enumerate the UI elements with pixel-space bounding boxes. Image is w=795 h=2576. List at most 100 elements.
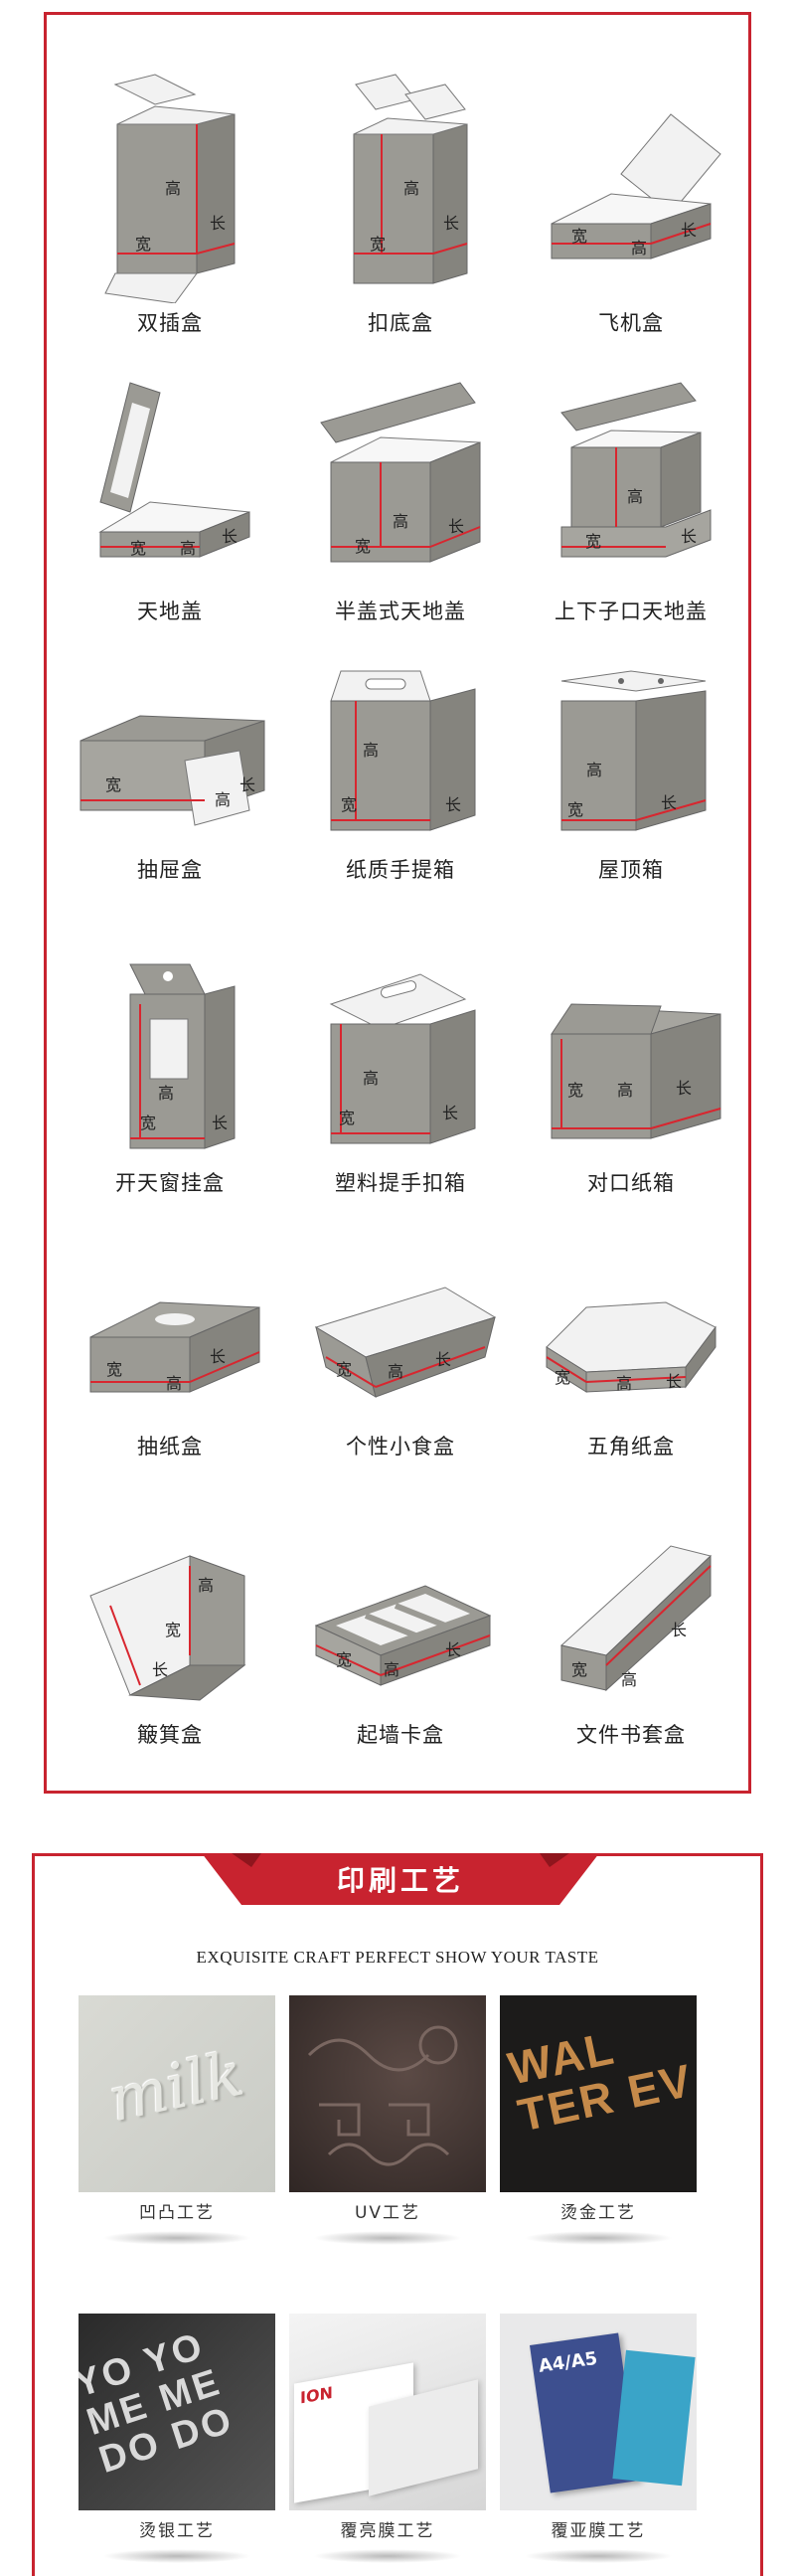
craft-card[interactable]: A4/A5 覆亚膜工艺 [500,2314,697,2563]
width-label: 宽 [355,537,371,556]
lock-bottom-box-icon: 高 宽 长 [353,74,468,284]
gable-box-icon: 高 宽 长 [560,670,707,831]
box-type-card[interactable]: 高 宽 长 簸箕盒 [53,1526,287,1749]
tissue-box-icon: 宽 高 长 [89,1301,260,1393]
box-types-grid: 高 宽 长 双插盒 高 宽 长 扣底盒 [47,15,748,1791]
length-label: 长 [681,221,697,240]
width-label: 宽 [106,1360,122,1379]
box-type-label: 双插盒 [137,311,203,335]
craft-card[interactable]: milk 凹凸工艺 [79,1995,275,2245]
height-label: 高 [617,1081,633,1100]
file-sleeve-box-icon: 宽 高 长 [559,1545,713,1692]
craft-shadow [524,2231,673,2245]
box-type-label: 个性小食盒 [346,1435,455,1459]
emboss-sample-image: milk [79,1995,275,2192]
height-label: 高 [165,179,181,198]
width-label: 宽 [585,532,601,551]
craft-card[interactable]: UV工艺 [289,1995,486,2245]
height-label: 高 [363,1069,379,1088]
length-label: 长 [212,1114,228,1132]
box-type-card[interactable]: 高 宽 长 塑料提手扣箱 [283,945,518,1197]
matte-lamination-sample-image: A4/A5 [500,2314,697,2510]
craft-shadow [102,2549,251,2563]
box-type-card[interactable]: 宽 高 长 个性小食盒 [283,1248,518,1460]
height-label: 高 [388,1362,403,1381]
box-type-card[interactable]: 宽 高 长 抽纸盒 [53,1248,287,1460]
width-label: 宽 [571,1660,587,1679]
box-type-label: 天地盖 [137,600,203,623]
handle-box-icon: 高 宽 长 [330,670,476,831]
box-type-card[interactable]: 高 宽 长 上下子口天地盖 [514,343,748,625]
height-label: 高 [384,1660,399,1679]
length-label: 长 [442,1104,458,1122]
width-label: 宽 [555,1368,570,1387]
width-label: 宽 [339,1109,355,1127]
width-label: 宽 [140,1114,156,1132]
box-type-card[interactable]: 宽 高 长 五角纸盒 [514,1248,748,1460]
length-label: 长 [210,214,226,233]
height-label: 高 [627,487,643,506]
box-type-card[interactable]: 高 宽 长 双插盒 [53,55,287,337]
emboss-sample-text: milk [101,2036,250,2137]
lid-base-box-icon: 宽 高 长 [98,382,250,558]
dustpan-box-icon: 高 宽 长 [89,1555,246,1701]
box-type-label: 塑料提手扣箱 [335,1171,466,1195]
box-type-card[interactable]: 高 宽 长 扣底盒 [283,55,518,337]
width-label: 宽 [135,235,151,254]
box-type-card[interactable]: 宽 高 长 对口纸箱 [514,945,748,1197]
box-type-card[interactable]: 高 宽 长 半盖式天地盖 [283,343,518,625]
length-label: 长 [239,775,255,794]
section-banner: 印刷工艺 [202,1853,599,1909]
height-label: 高 [158,1084,174,1103]
box-type-card[interactable]: 高 宽 长 开天窗挂盒 [53,945,287,1197]
height-label: 高 [616,1374,632,1393]
width-label: 宽 [105,775,121,794]
hexagon-box-icon: 宽 高 长 [546,1301,716,1393]
drawer-box-icon: 宽 高 长 [80,715,265,826]
craft-card[interactable]: WAL TER EV 烫金工艺 [500,1995,697,2245]
box-type-label: 五角纸盒 [587,1435,675,1459]
box-type-card[interactable]: 宽 高 长 文件书套盒 [514,1526,748,1749]
uv-pattern-icon [307,2025,458,2166]
box-type-label: 纸质手提箱 [346,858,455,882]
printing-craft-panel: 印刷工艺 EXQUISITE CRAFT PERFECT SHOW YOUR T… [32,1853,763,2576]
length-label: 长 [222,527,238,546]
carton-box-icon: 宽 高 长 [551,1003,721,1139]
box-type-label: 文件书套盒 [576,1723,686,1747]
height-label: 高 [631,239,647,258]
length-label: 长 [435,1350,451,1369]
mailer-box-icon: 宽 高 长 [551,113,721,259]
matte-sample-text: A4/A5 [537,2347,599,2377]
box-type-card[interactable]: 宽 高 长 飞机盒 [514,55,748,337]
width-label: 宽 [165,1621,181,1639]
box-type-label: 扣底盒 [368,311,433,335]
snack-box-icon: 宽 高 长 [314,1287,497,1399]
box-type-label: 起墙卡盒 [357,1723,444,1747]
length-label: 长 [676,1079,692,1098]
craft-card[interactable]: ION 覆亮膜工艺 [289,2314,486,2563]
craft-shadow [313,2231,462,2245]
height-label: 高 [621,1670,637,1689]
box-type-label: 抽屉盒 [137,858,203,882]
craft-caption: UV工艺 [354,2203,421,2223]
box-type-label: 开天窗挂盒 [115,1171,225,1195]
box-type-card[interactable]: 宽 高 长 天地盖 [53,343,287,625]
box-type-card[interactable]: 高 宽 长 屋顶箱 [514,641,748,884]
plastic-handle-box-icon: 高 宽 长 [329,973,476,1144]
craft-caption: 烫金工艺 [560,2203,636,2223]
length-label: 长 [445,795,461,814]
gloss-lamination-sample-image: ION [289,2314,486,2510]
width-label: 宽 [370,235,386,254]
half-lid-box-icon: 高 宽 长 [320,382,481,563]
length-label: 长 [448,517,464,536]
length-label: 长 [210,1347,226,1366]
craft-caption: 覆亮膜工艺 [340,2521,435,2541]
box-type-card[interactable]: 宽 高 长 抽屉盒 [53,641,287,884]
box-type-label: 半盖式天地盖 [335,600,466,623]
box-type-card[interactable]: 高 宽 长 纸质手提箱 [283,641,518,884]
banner-ribbon-icon [202,1853,599,1905]
width-label: 宽 [336,1650,352,1669]
box-type-card[interactable]: 宽 高 长 起墙卡盒 [283,1526,518,1749]
craft-caption: 烫银工艺 [139,2521,215,2541]
craft-card[interactable]: YO YO ME ME DO DO 烫银工艺 [79,2314,275,2563]
